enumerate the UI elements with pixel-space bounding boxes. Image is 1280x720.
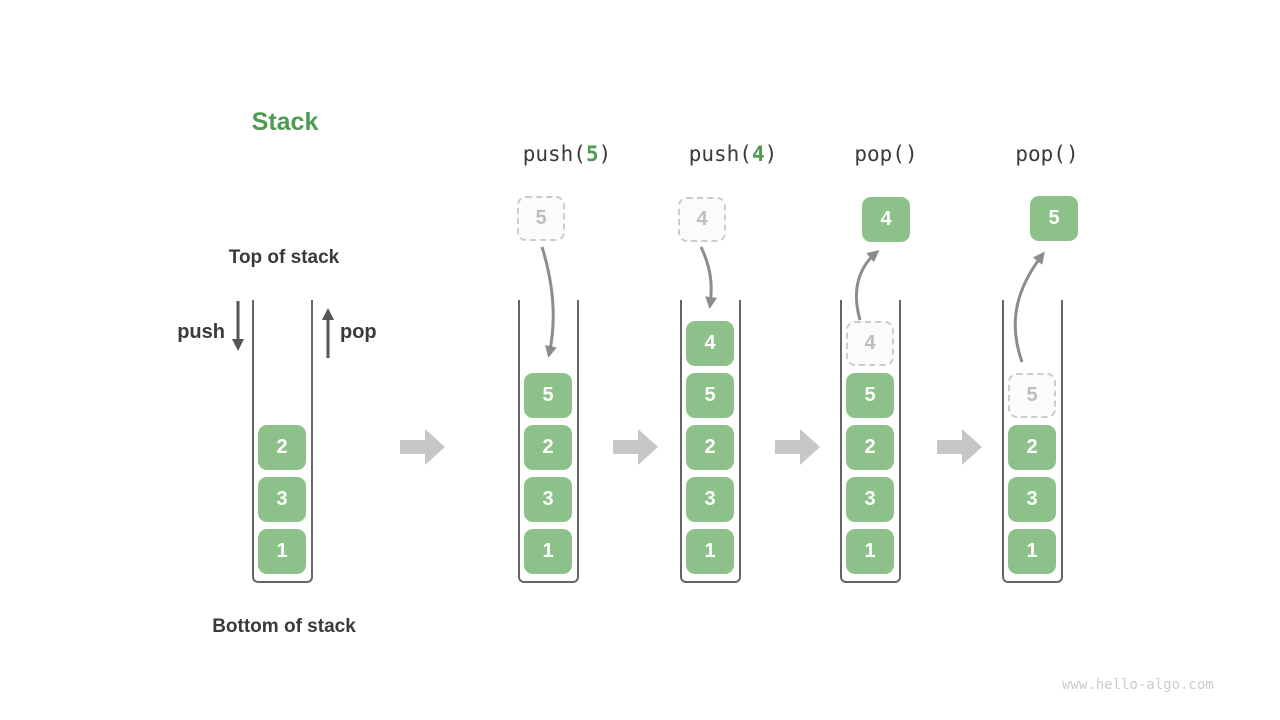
stack-state-after-pop-4: 4 5 2 3 1 [840, 300, 901, 583]
operation-text: push( [688, 142, 752, 166]
operation-text: ) [904, 142, 918, 166]
popped-cell-placeholder: 4 [846, 321, 894, 366]
stack-cell: 3 [686, 477, 734, 522]
stack-cell: 4 [686, 321, 734, 366]
stack-cell: 2 [258, 425, 306, 470]
stack-state-after-pop-5: 5 2 3 1 [1002, 300, 1063, 583]
top-of-stack-label: Top of stack [228, 247, 340, 268]
stack-cell: 5 [524, 373, 572, 418]
stack-state-after-push-5: 5 2 3 1 [518, 300, 579, 583]
stack-cell: 5 [686, 373, 734, 418]
watermark: www.hello-algo.com [1062, 677, 1214, 693]
stack-cell: 1 [686, 529, 734, 574]
push-curve-arrow-icon [699, 246, 718, 309]
operation-label-pop-1: pop() [801, 142, 971, 166]
stack-cell: 1 [1008, 529, 1056, 574]
operation-text: ) [764, 142, 778, 166]
operation-text: pop( [854, 142, 905, 166]
operation-text: pop( [1015, 142, 1066, 166]
popped-cell: 5 [1030, 196, 1078, 241]
stack-cell: 2 [846, 425, 894, 470]
stack-state-initial: 2 3 1 [252, 300, 313, 583]
stack-cell: 3 [846, 477, 894, 522]
operation-text: ) [1065, 142, 1079, 166]
push-label: push [177, 321, 225, 343]
operation-label-pop-2: pop() [962, 142, 1132, 166]
operation-text: ) [598, 142, 612, 166]
stack-state-after-push-4: 4 5 2 3 1 [680, 300, 741, 583]
stack-cell: 5 [846, 373, 894, 418]
operation-label-push-4: push(4) [648, 142, 818, 166]
pushing-cell: 4 [678, 197, 726, 242]
flow-arrow-icon [613, 429, 658, 465]
operation-arg: 4 [751, 142, 765, 166]
stack-cell: 1 [846, 529, 894, 574]
stack-cell: 2 [1008, 425, 1056, 470]
flow-arrow-icon [400, 429, 445, 465]
pushing-cell: 5 [517, 196, 565, 241]
stack-cell: 2 [524, 425, 572, 470]
stack-cell: 2 [686, 425, 734, 470]
operation-arg: 5 [585, 142, 599, 166]
flow-arrow-icon [775, 429, 820, 465]
diagram-title: Stack [251, 108, 319, 136]
operation-text: push( [522, 142, 586, 166]
stack-cell: 3 [258, 477, 306, 522]
flow-arrow-icon [937, 429, 982, 465]
stack-cell: 3 [524, 477, 572, 522]
operation-label-push-5: push(5) [482, 142, 652, 166]
popped-cell-placeholder: 5 [1008, 373, 1056, 418]
stack-cell: 1 [258, 529, 306, 574]
bottom-of-stack-label: Bottom of stack [212, 616, 356, 637]
stack-cell: 3 [1008, 477, 1056, 522]
pop-label: pop [340, 321, 377, 343]
popped-cell: 4 [862, 197, 910, 242]
stack-cell: 1 [524, 529, 572, 574]
